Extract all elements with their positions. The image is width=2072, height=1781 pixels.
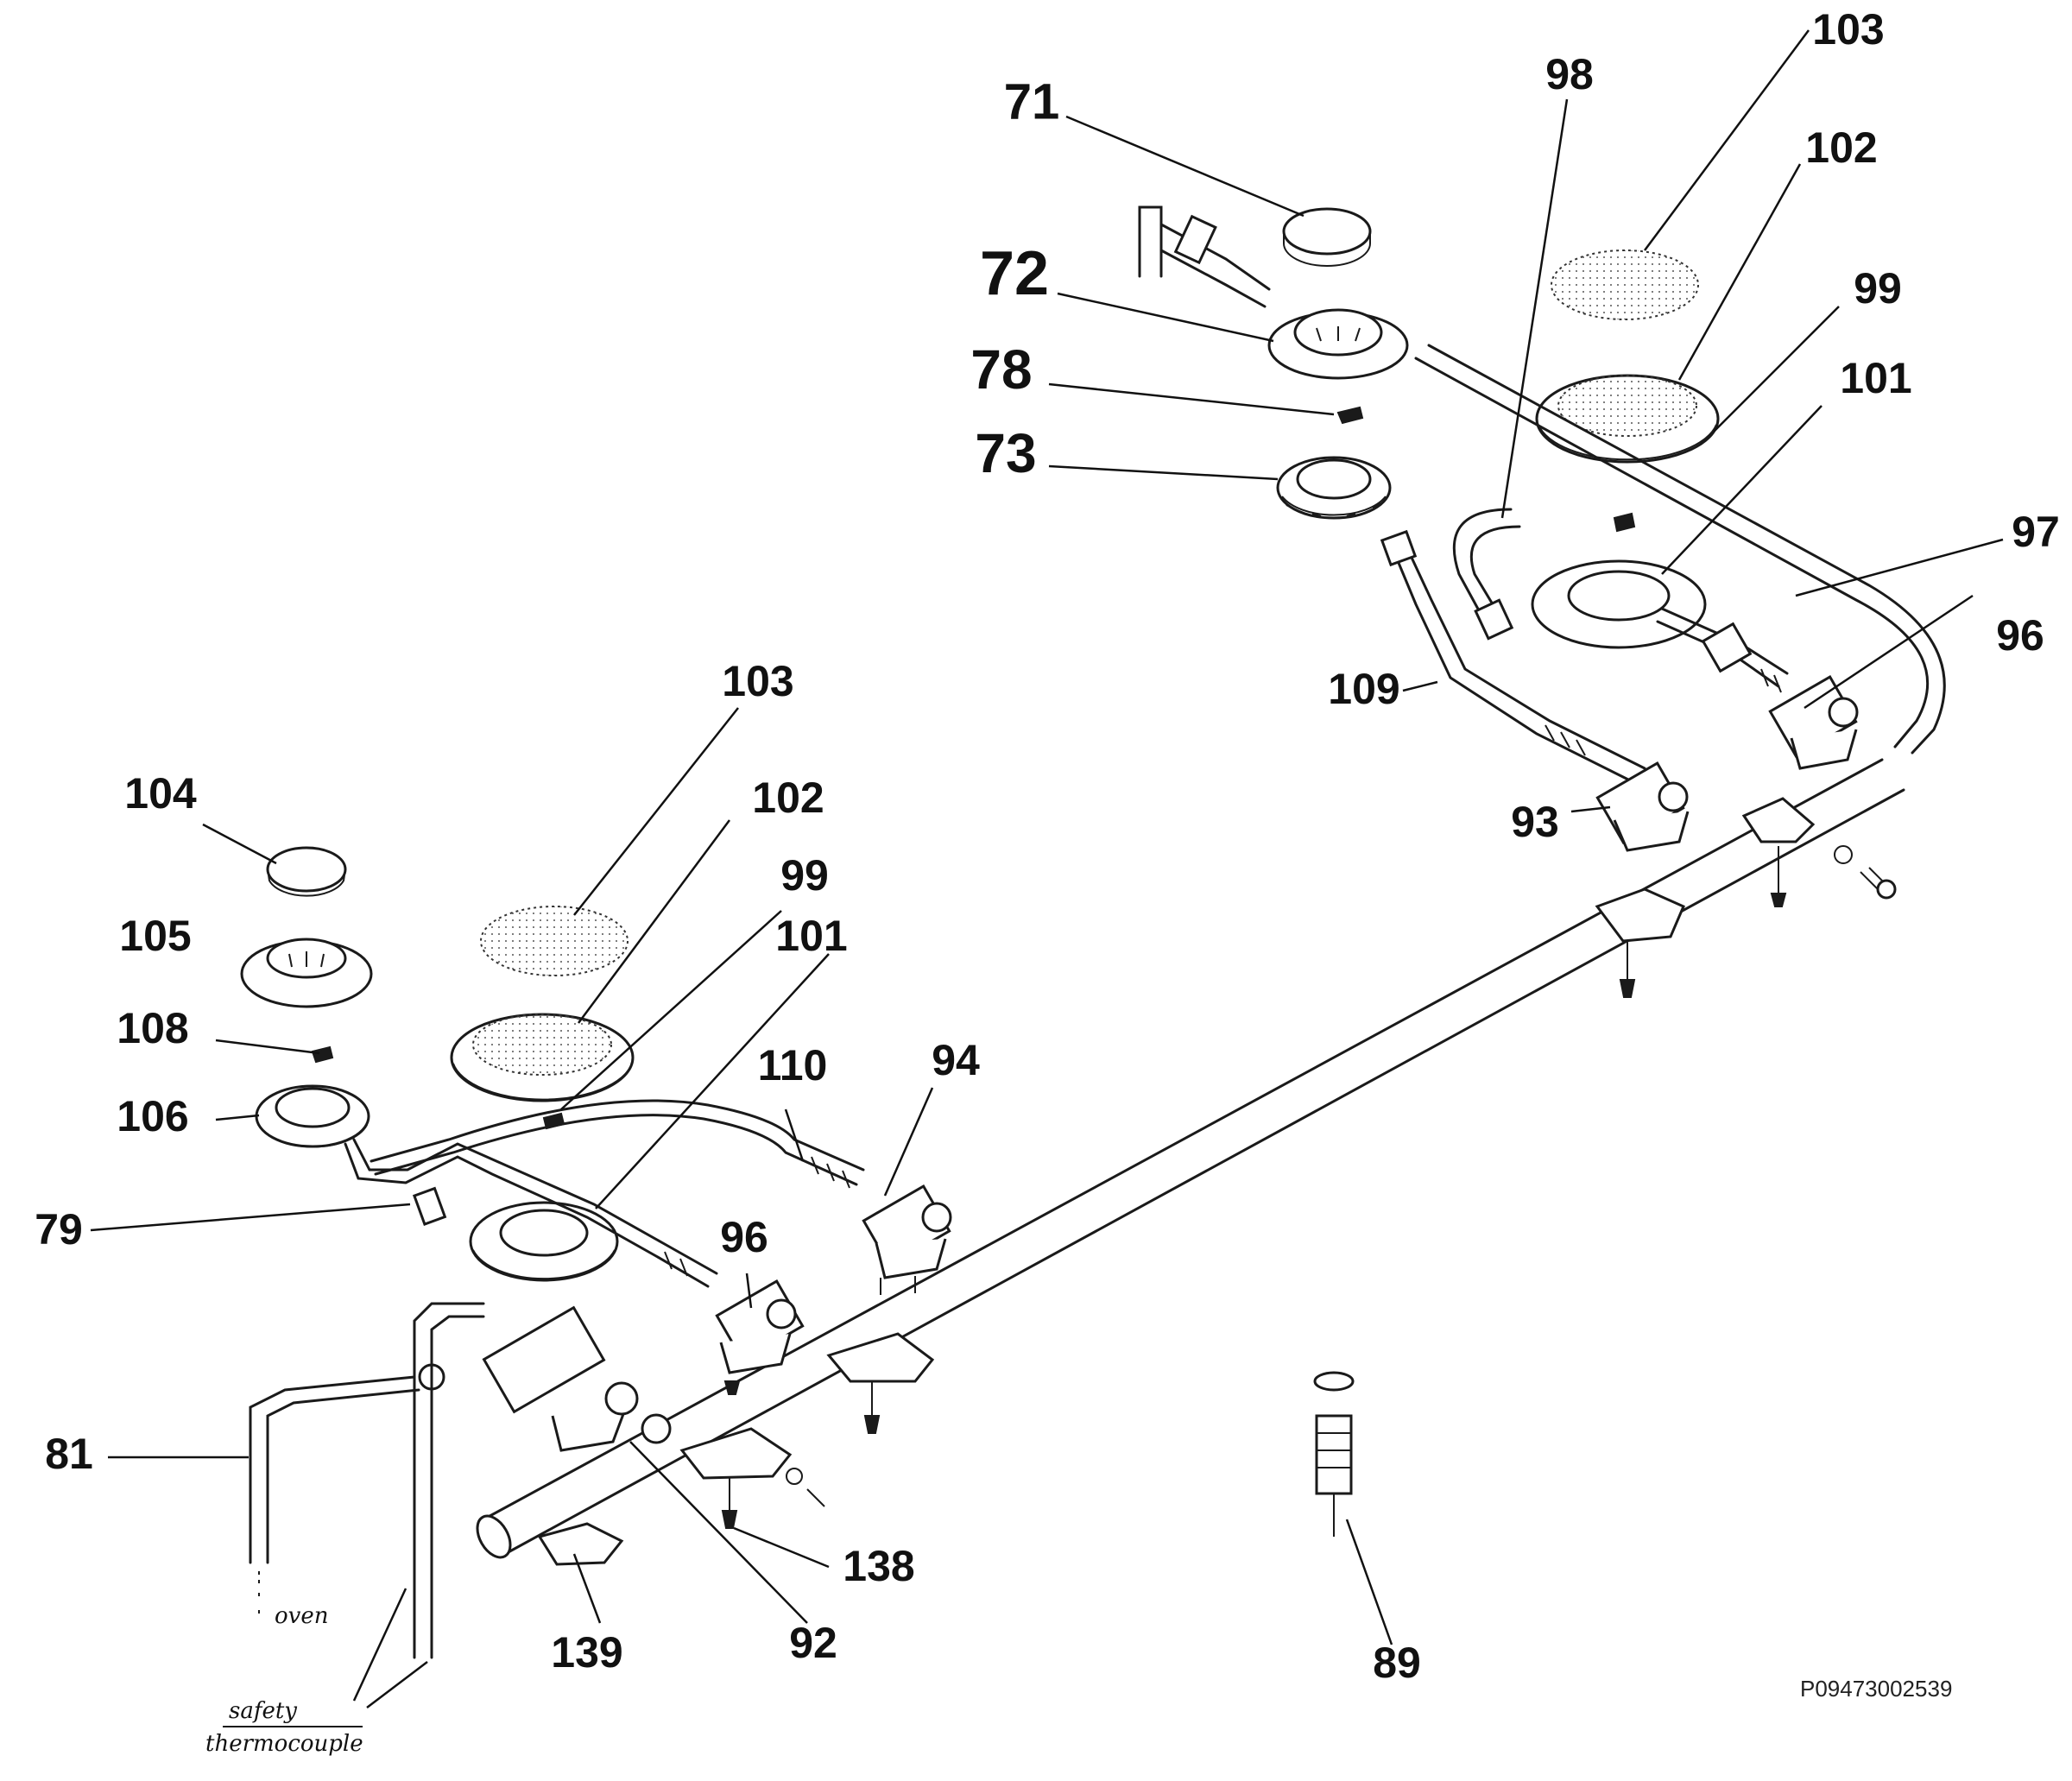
safety-thermocouple-line bbox=[413, 1302, 485, 1659]
bracket-upper-right bbox=[1741, 797, 1897, 907]
label-98: 98 bbox=[1545, 50, 1594, 98]
label-103-lower: 103 bbox=[722, 657, 793, 705]
label-71: 71 bbox=[1004, 73, 1060, 129]
label-79: 79 bbox=[35, 1205, 83, 1254]
bracket-138 bbox=[679, 1427, 825, 1529]
burner-cap-104 bbox=[266, 846, 347, 897]
thermocouple-tube-upper bbox=[1138, 205, 1271, 308]
gas-tube-upper-feed bbox=[1656, 607, 1789, 693]
label-73: 73 bbox=[975, 422, 1036, 484]
label-94: 94 bbox=[932, 1036, 980, 1084]
gas-tap-96-upper bbox=[1768, 674, 1859, 770]
label-96-lower: 96 bbox=[720, 1213, 768, 1261]
label-97: 97 bbox=[2012, 508, 2060, 556]
gas-tap-93 bbox=[1595, 761, 1690, 852]
label-102-lower: 102 bbox=[752, 774, 824, 822]
gas-tap-96-lower bbox=[715, 1279, 805, 1395]
gas-tap-94 bbox=[862, 1184, 952, 1295]
injector-78 bbox=[1336, 406, 1364, 425]
gas-tube-97 bbox=[1414, 344, 1946, 755]
bracket-mid-right bbox=[1595, 887, 1685, 998]
burner-base-101-upper bbox=[1531, 512, 1707, 649]
bracket-lower-mid bbox=[826, 1332, 935, 1434]
label-110: 110 bbox=[758, 1041, 828, 1089]
label-99-lower: 99 bbox=[780, 851, 829, 900]
leader-lines bbox=[90, 29, 2004, 1708]
label-92: 92 bbox=[789, 1619, 837, 1667]
label-101-lower: 101 bbox=[775, 912, 847, 960]
burner-head-105 bbox=[240, 938, 373, 1008]
label-89: 89 bbox=[1373, 1639, 1421, 1687]
note-oven: oven bbox=[275, 1603, 328, 1629]
label-99-upper: 99 bbox=[1854, 264, 1902, 313]
gas-tube-109 bbox=[1380, 529, 1646, 783]
burner-head-102-upper bbox=[1535, 374, 1720, 464]
label-81: 81 bbox=[45, 1430, 93, 1478]
gas-tube-110 bbox=[370, 1099, 865, 1189]
injector-108 bbox=[311, 1045, 334, 1064]
gas-tube-98 bbox=[1452, 508, 1521, 641]
burner-base-106 bbox=[255, 1084, 370, 1148]
note-thermocouple: thermocouple bbox=[205, 1731, 363, 1757]
label-93: 93 bbox=[1511, 798, 1559, 846]
burner-base-73 bbox=[1276, 456, 1392, 520]
burner-cap-103-lower bbox=[480, 906, 629, 976]
label-139: 139 bbox=[551, 1628, 622, 1677]
thermostat-cylinder bbox=[1313, 1371, 1355, 1537]
note-safety: safety bbox=[229, 1698, 297, 1724]
gas-tube-79 bbox=[344, 1138, 718, 1288]
burner-cap-71 bbox=[1282, 207, 1372, 267]
callout-labels: 71 72 78 73 98 103 102 99 101 97 96 109 … bbox=[35, 5, 2060, 1757]
label-138: 138 bbox=[843, 1542, 914, 1590]
burner-base-101-lower bbox=[469, 1201, 619, 1282]
burner-cap-103-upper bbox=[1551, 249, 1699, 320]
clip-139 bbox=[537, 1522, 624, 1566]
label-104: 104 bbox=[124, 769, 197, 818]
label-72: 72 bbox=[980, 239, 1049, 308]
burner-head-72 bbox=[1267, 308, 1409, 380]
label-108: 108 bbox=[117, 1004, 188, 1052]
document-id: P09473002539 bbox=[1800, 1676, 1952, 1702]
label-103-upper: 103 bbox=[1812, 5, 1884, 54]
label-96-upper: 96 bbox=[1996, 611, 2044, 660]
label-101-upper: 101 bbox=[1840, 354, 1911, 402]
gas-tap-92 bbox=[482, 1305, 672, 1452]
label-78: 78 bbox=[970, 338, 1032, 401]
label-109: 109 bbox=[1328, 665, 1399, 713]
label-105: 105 bbox=[119, 912, 191, 960]
burner-head-102-lower bbox=[450, 1013, 635, 1130]
label-106: 106 bbox=[117, 1092, 188, 1140]
label-102-upper: 102 bbox=[1805, 123, 1877, 172]
